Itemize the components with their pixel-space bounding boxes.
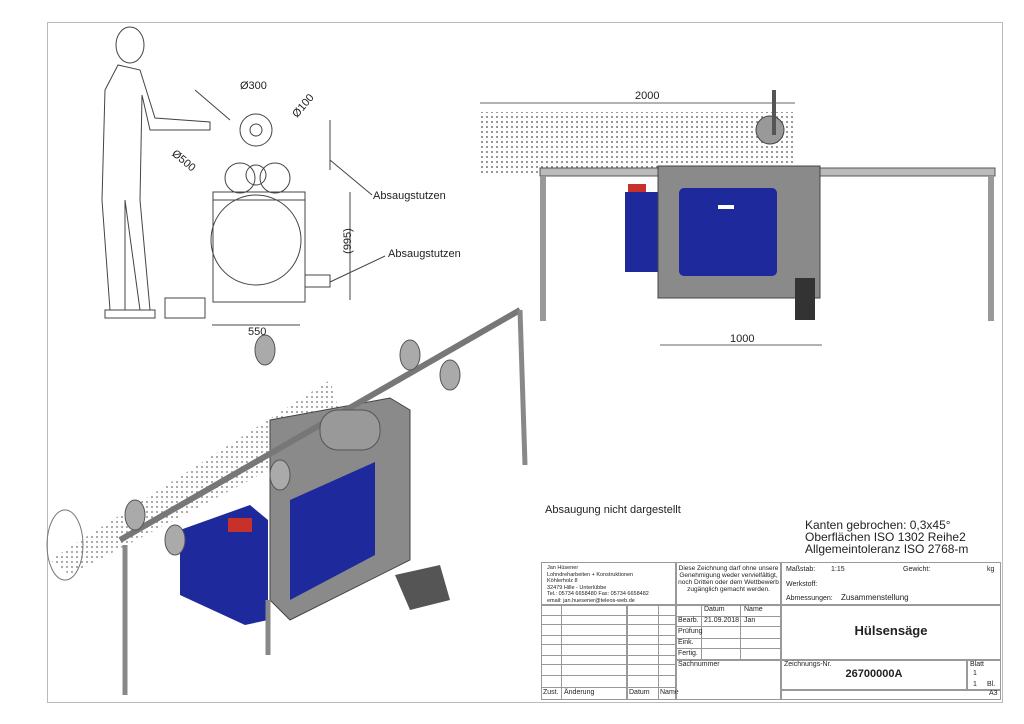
company-line: Köhlerholz 8 — [547, 578, 578, 584]
company-line: Lohndreharbeiten + Konstruktionen — [547, 571, 634, 578]
rev-header-change: Änderung — [564, 689, 595, 696]
dim-width-front: 1000 — [730, 333, 755, 345]
note-line: Oberflächen ISO 1302 Reihe2 — [805, 530, 966, 544]
sheet-border — [47, 22, 1003, 703]
rev-header-state: Zust. — [543, 689, 559, 696]
dim-height: (995) — [341, 228, 354, 254]
row-label: Fertig. — [678, 650, 698, 657]
title-block: Jan Hüsener Lohndreharbeiten + Konstrukt… — [541, 562, 1001, 700]
sheet-number: 1 — [973, 670, 977, 677]
isometric-view — [46, 307, 528, 695]
company-name: Jan Hüsener — [547, 565, 579, 571]
company-line: email: jan.huesener@teleos-web.de — [547, 597, 635, 604]
iso-note: Absaugung nicht dargestellt — [545, 504, 681, 516]
sheet-count-label: Bl. — [987, 681, 996, 688]
general-notes: Kanten gebrochen: 0,3x45° Oberflächen IS… — [805, 519, 968, 555]
sheet-count: 1 — [973, 681, 977, 688]
weight-unit: kg — [987, 566, 995, 573]
row-date: 21.09.2018 — [704, 617, 740, 624]
rev-header-name: Name — [660, 689, 679, 696]
paper-format: A3 — [989, 690, 998, 697]
row-label: Prüfung — [678, 628, 703, 635]
scale-label: Maßstab: — [786, 566, 816, 573]
row-label: Bearb. — [678, 617, 699, 624]
material-label: Werkstoff: — [786, 581, 818, 588]
company-line: Tel.: 05734 6658480 Fax: 05734 6658482 — [547, 591, 649, 597]
row-name: Jan — [744, 617, 756, 624]
label-suction-1: Absaugstutzen — [373, 190, 446, 202]
front-view — [480, 90, 996, 346]
side-view — [101, 26, 386, 326]
sheet-label: Blatt — [970, 661, 985, 668]
dimensions-value: Zusammenstellung — [841, 593, 909, 602]
weight-label: Gewicht: — [903, 566, 931, 573]
label-suction-2: Absaugstutzen — [388, 248, 461, 260]
dim-width-side: 550 — [248, 326, 267, 338]
row-label: Eink. — [678, 639, 694, 646]
part-number-label: Sachnummer — [678, 661, 720, 668]
name-header: Name — [744, 606, 763, 613]
drawing-number: 26700000A — [845, 668, 903, 680]
copyright-notice: Diese Zeichnung darf ohne unsere Genehmi… — [678, 565, 779, 593]
date-header: Datum — [704, 606, 725, 613]
dim-length: 2000 — [635, 90, 660, 102]
rev-header-date: Datum — [629, 689, 650, 696]
note-line: Kanten gebrochen: 0,3x45° — [805, 518, 951, 532]
dimensions-label: Abmessungen: — [786, 595, 833, 602]
scale-value: 1:15 — [831, 566, 845, 573]
company-line: 32479 Hille - Unterlübbe — [547, 584, 607, 591]
note-line: Allgemeintoleranz ISO 2768-m — [805, 542, 969, 556]
drawing-number-label: Zeichnungs-Nr. — [784, 661, 832, 668]
drawing-title: Hülsensäge — [854, 623, 928, 638]
company-info: Jan Hüsener Lohndreharbeiten + Konstrukt… — [547, 565, 649, 604]
dim-dia300: Ø300 — [240, 80, 267, 92]
